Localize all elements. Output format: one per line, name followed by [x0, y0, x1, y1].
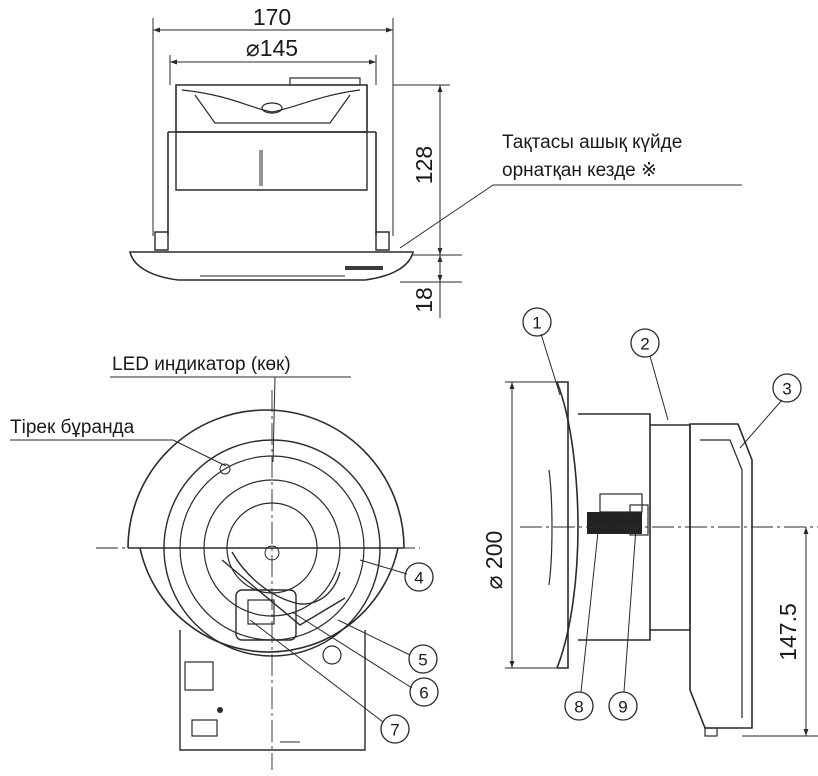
callout-6: 6 [409, 677, 439, 707]
dim-height-flange: 18 [411, 287, 437, 313]
callout-2: 2 [630, 328, 660, 358]
top-view [128, 18, 742, 318]
callout-1: 1 [522, 307, 552, 337]
dim-height-center: 147.5 [775, 603, 801, 661]
callout-1-number: 1 [532, 314, 541, 333]
callout-4: 4 [404, 562, 434, 592]
callout-6-number: 6 [419, 684, 428, 703]
callout-8-number: 8 [574, 698, 583, 717]
callout-9: 9 [608, 691, 638, 721]
label-led-indicator: LED индикатор (көк) [112, 354, 291, 375]
callout-3: 3 [772, 373, 802, 403]
note-panel-open-line2: орнатқан кезде ※ [502, 160, 657, 181]
label-support-screw: Тірек бұранда [10, 417, 135, 438]
callout-4-number: 4 [414, 569, 423, 588]
side-view [505, 333, 818, 737]
dim-height-body: 128 [411, 146, 437, 184]
dim-diameter-flange: ⌀ 200 [481, 531, 507, 590]
dim-diameter-inner: ⌀145 [246, 35, 298, 61]
callout-7-number: 7 [390, 721, 399, 740]
note-panel-open-line1: Тақтасы ашық күйде [502, 132, 682, 153]
callout-5: 5 [408, 644, 438, 674]
callout-9-number: 9 [618, 698, 627, 717]
callout-8: 8 [564, 691, 594, 721]
callout-3-number: 3 [782, 380, 791, 399]
callout-7: 7 [380, 714, 410, 744]
dim-width-total: 170 [253, 4, 291, 30]
callout-2-number: 2 [640, 335, 649, 354]
callout-5-number: 5 [418, 651, 427, 670]
front-view [10, 376, 420, 770]
